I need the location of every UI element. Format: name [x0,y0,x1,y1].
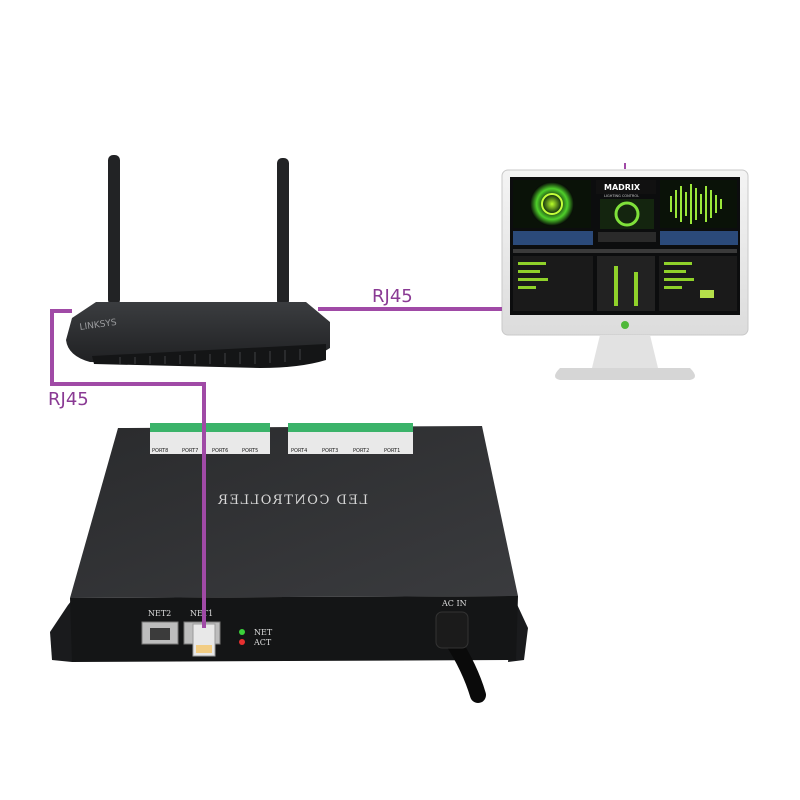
port-labels: PORT8 PORT7 PORT6 PORT5 PORT4 PORT3 PORT… [152,448,400,454]
ui-panel-center [597,256,655,311]
ui-panel-right [659,256,737,311]
controller-flange-left [50,600,72,662]
monitor: MADRIX LIGHTING CONTROL [501,163,749,380]
terminal-blocks [150,423,413,454]
monitor-stand-neck [592,335,658,368]
cable-router-to-controller [50,309,206,628]
monitor-stand-base [555,368,695,380]
preview-right [660,180,737,228]
port-label-6: PORT6 [212,448,228,454]
label-rj45-left: RJ45 [48,389,89,410]
ui-panel-left [513,256,593,311]
router-vent-lines [119,349,301,364]
port-label-7: PORT7 [182,448,198,454]
led-act-label: ACT [253,638,272,647]
madrix-software-ui: MADRIX LIGHTING CONTROL [513,180,738,311]
port-label-4: PORT4 [291,448,307,454]
ui-button-strip-left [513,231,593,245]
led-act-indicator [239,639,245,645]
port-label-3: PORT3 [322,448,338,454]
ui-button-strip-right [660,231,738,245]
port-label-8: PORT8 [152,448,168,454]
ac-in-connector [435,611,469,649]
port-label-2: PORT2 [353,448,369,454]
led-net-indicator [239,629,245,635]
controller-top [70,426,518,598]
port-label-1: PORT1 [384,448,400,454]
cables [50,307,502,628]
net2-label: NET2 [148,609,171,618]
label-rj45-top: RJ45 [372,286,413,307]
router: LINKSYS [66,155,330,368]
router-antenna-right [277,158,289,306]
controller-title: LED CONTROLLER [217,493,368,508]
led-net-label: NET [254,628,273,637]
net1-label: NET1 [190,609,213,618]
preview-swirl-left [530,182,574,226]
controller-front [70,596,518,662]
waveform [670,184,722,224]
port-label-5: PORT5 [242,448,258,454]
led-controller: LED CONTROLLER PORT8 PORT7 PORT6 PORT5 P… [50,423,528,703]
router-antenna-left [108,155,120,305]
ac-in-label: AC IN [441,599,467,608]
monitor-brand-subtitle: LIGHTING CONTROL [604,194,639,198]
monitor-brand: MADRIX [604,183,641,192]
monitor-power-icon[interactable] [621,321,629,329]
